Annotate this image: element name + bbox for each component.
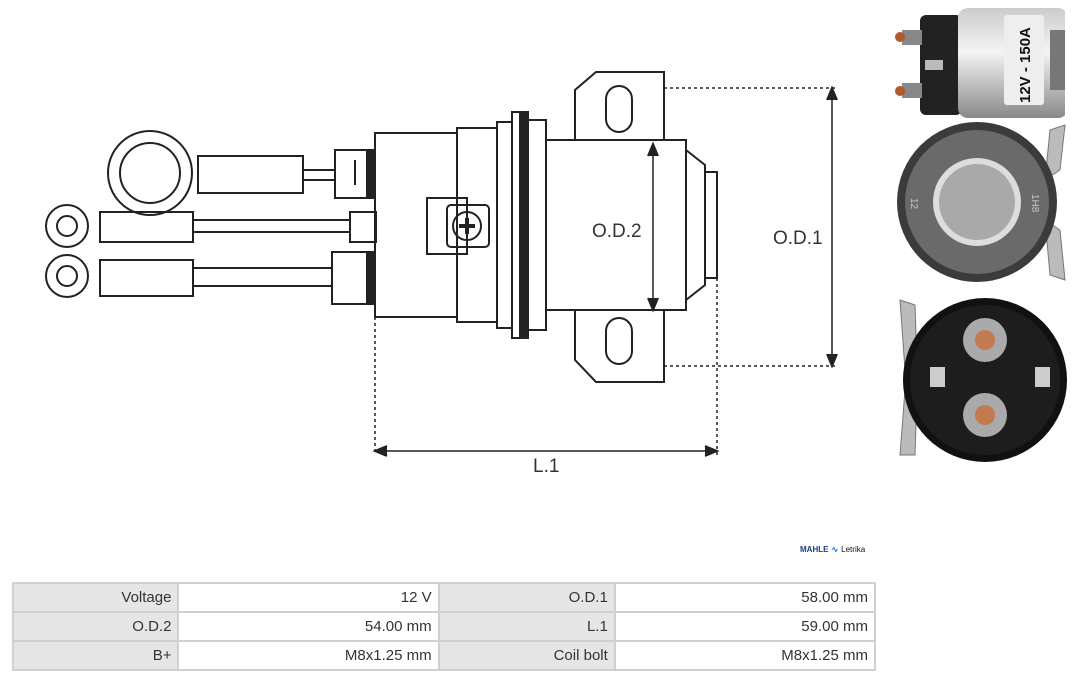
l1-label: L.1 <box>533 456 559 477</box>
spec-key: L.1 <box>437 611 616 642</box>
spec-value: M8x1.25 mm <box>177 640 440 671</box>
face-mark-left: 12 <box>908 198 919 210</box>
spec-value: 59.00 mm <box>613 611 877 642</box>
table-row: O.D.2 54.00 mm L.1 59.00 mm <box>11 611 877 642</box>
table-row: Voltage 12 V O.D.1 58.00 mm <box>11 582 877 613</box>
spec-key: Coil bolt <box>437 640 616 671</box>
spec-key: B+ <box>11 640 180 671</box>
table-row: B+ M8x1.25 mm Coil bolt M8x1.25 mm <box>11 640 877 671</box>
face-mark-right: 1H8 <box>1029 194 1040 213</box>
spec-value: M8x1.25 mm <box>613 640 877 671</box>
ring-terminal-large <box>107 130 193 216</box>
spec-key: O.D.1 <box>437 582 616 613</box>
brand-name: MAHLE <box>800 545 829 554</box>
brand-sub: Letrika <box>841 545 866 554</box>
spec-value: 12 V <box>177 582 440 613</box>
spec-value: 58.00 mm <box>613 582 877 613</box>
od2-label: O.D.2 <box>592 221 642 242</box>
specs-table: Voltage 12 V O.D.1 58.00 mm O.D.2 54.00 … <box>11 582 877 671</box>
photo-label-text: 12V - 150A <box>1017 27 1034 103</box>
product-photo-front: 12 1H8 <box>897 122 1066 282</box>
product-photo-rear <box>899 298 1067 462</box>
spec-key: O.D.2 <box>11 611 180 642</box>
od1-label: O.D.1 <box>773 228 823 249</box>
brand-logo: MAHLE ∿ Letrika <box>800 545 865 554</box>
brand-wave-icon: ∿ <box>831 545 839 554</box>
spec-key: Voltage <box>11 582 180 613</box>
solenoid-technical-drawing: O.D.2 O.D.1 L.1 <box>45 71 838 477</box>
product-photo-side: 12V - 150A <box>895 8 1065 118</box>
spec-value: 54.00 mm <box>177 611 440 642</box>
